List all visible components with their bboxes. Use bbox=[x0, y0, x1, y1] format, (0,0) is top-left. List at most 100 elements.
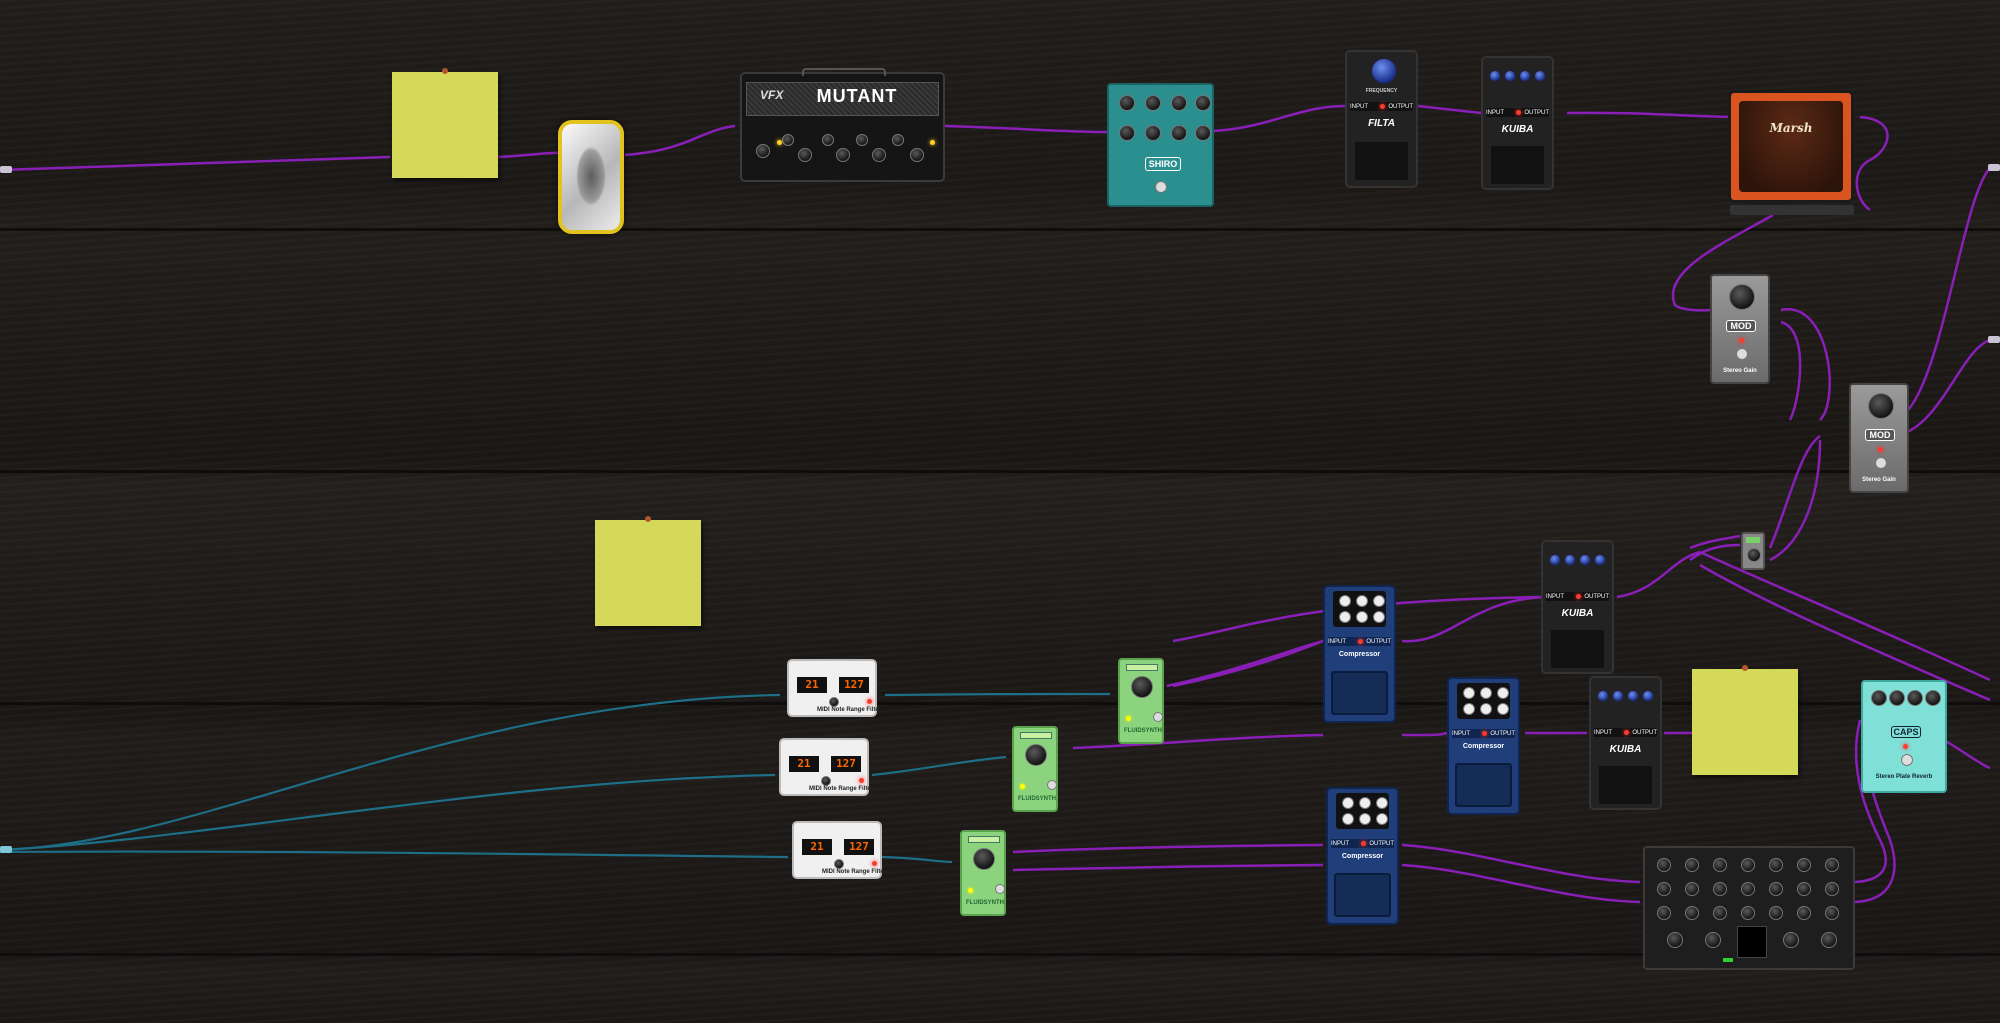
footswitch[interactable] bbox=[1047, 780, 1057, 790]
mixer-knob[interactable] bbox=[1685, 858, 1699, 872]
comp-knob[interactable] bbox=[1356, 611, 1368, 623]
switch-box[interactable] bbox=[1741, 532, 1765, 570]
mixer-knob[interactable] bbox=[1685, 906, 1699, 920]
mixer-knob[interactable] bbox=[1769, 882, 1783, 896]
gain-knob[interactable] bbox=[1729, 284, 1755, 310]
mixer-knob[interactable] bbox=[1769, 906, 1783, 920]
mixer-knob[interactable] bbox=[1741, 906, 1755, 920]
footswitch[interactable] bbox=[995, 884, 1005, 894]
comp-knob[interactable] bbox=[1342, 797, 1354, 809]
shiro-knob[interactable] bbox=[1171, 125, 1187, 141]
footswitch[interactable] bbox=[1901, 754, 1913, 766]
mixer-knob[interactable] bbox=[1821, 932, 1837, 948]
amp-knob[interactable] bbox=[798, 148, 812, 162]
comp-knob[interactable] bbox=[1359, 797, 1371, 809]
mixer-knob[interactable] bbox=[1657, 858, 1671, 872]
footswitch[interactable] bbox=[1455, 763, 1512, 807]
footswitch[interactable] bbox=[1549, 628, 1606, 670]
mixer-knob[interactable] bbox=[1797, 858, 1811, 872]
kuiba-knob[interactable] bbox=[1564, 554, 1576, 566]
synth-knob[interactable] bbox=[1131, 676, 1153, 698]
comp-knob[interactable] bbox=[1373, 611, 1385, 623]
reverb-knob[interactable] bbox=[1925, 690, 1941, 706]
kuiba-knob[interactable] bbox=[1627, 690, 1639, 702]
amp-knob[interactable] bbox=[856, 134, 868, 146]
reverb-knob[interactable] bbox=[1889, 690, 1905, 706]
filter-knob[interactable] bbox=[829, 697, 839, 707]
shiro-knob[interactable] bbox=[1195, 125, 1211, 141]
pedal-stereo-gain-2[interactable]: MOD Stereo Gain bbox=[1849, 383, 1909, 493]
frequency-knob[interactable] bbox=[1371, 58, 1397, 84]
pedal-stereo-gain-1[interactable]: MOD Stereo Gain bbox=[1710, 274, 1770, 384]
comp-knob[interactable] bbox=[1480, 703, 1492, 715]
pedal-caps-reverb[interactable]: CAPS Stereo Plate Reverb bbox=[1861, 680, 1947, 793]
amp-mutant[interactable]: VFX MUTANT bbox=[740, 68, 945, 182]
amp-knob[interactable] bbox=[892, 134, 904, 146]
mixer-knob[interactable] bbox=[1713, 858, 1727, 872]
mixer-knob[interactable] bbox=[1825, 906, 1839, 920]
amp-knob[interactable] bbox=[872, 148, 886, 162]
amp-knob[interactable] bbox=[756, 144, 770, 158]
mixer-knob[interactable] bbox=[1769, 858, 1783, 872]
mixer-knob[interactable] bbox=[1825, 858, 1839, 872]
pedal-shiro[interactable]: SHIRO bbox=[1107, 83, 1214, 207]
mixer-knob[interactable] bbox=[1825, 882, 1839, 896]
reverb-knob[interactable] bbox=[1871, 690, 1887, 706]
pedal-fluidsynth-3[interactable]: FLUIDSYNTH bbox=[960, 830, 1006, 916]
shiro-knob[interactable] bbox=[1195, 95, 1211, 111]
pedal-fluidsynth-1[interactable]: FLUIDSYNTH bbox=[1118, 658, 1164, 744]
comp-knob[interactable] bbox=[1497, 687, 1509, 699]
footswitch[interactable] bbox=[1489, 144, 1546, 186]
comp-knob[interactable] bbox=[1463, 687, 1475, 699]
cab-marsh[interactable]: Marsh bbox=[1728, 90, 1854, 203]
reverb-knob[interactable] bbox=[1907, 690, 1923, 706]
output-plug[interactable] bbox=[1988, 336, 2000, 343]
comp-knob[interactable] bbox=[1342, 813, 1354, 825]
filter-knob[interactable] bbox=[821, 776, 831, 786]
footswitch[interactable] bbox=[1353, 140, 1410, 182]
mixer-knob[interactable] bbox=[1797, 882, 1811, 896]
kuiba-knob[interactable] bbox=[1504, 70, 1516, 82]
footswitch[interactable] bbox=[1334, 873, 1391, 917]
synth-knob[interactable] bbox=[1025, 744, 1047, 766]
comp-knob[interactable] bbox=[1376, 797, 1388, 809]
sticky-note[interactable] bbox=[1692, 665, 1798, 775]
amp-knob[interactable] bbox=[836, 148, 850, 162]
input-plug[interactable] bbox=[0, 166, 12, 173]
sticky-note[interactable] bbox=[392, 68, 498, 178]
kuiba-knob[interactable] bbox=[1579, 554, 1591, 566]
kuiba-knob[interactable] bbox=[1594, 554, 1606, 566]
comp-knob[interactable] bbox=[1463, 703, 1475, 715]
footswitch[interactable] bbox=[1331, 671, 1388, 715]
kuiba-knob[interactable] bbox=[1597, 690, 1609, 702]
kuiba-knob[interactable] bbox=[1534, 70, 1546, 82]
shiro-knob[interactable] bbox=[1119, 95, 1135, 111]
kuiba-knob[interactable] bbox=[1489, 70, 1501, 82]
midi-filter-2[interactable]: 21 127 MIDI Note Range Filter bbox=[779, 738, 873, 796]
footswitch[interactable] bbox=[1155, 181, 1167, 193]
footswitch[interactable] bbox=[1153, 712, 1163, 722]
comp-knob[interactable] bbox=[1480, 687, 1492, 699]
comp-knob[interactable] bbox=[1376, 813, 1388, 825]
midi-filter-1[interactable]: 21 127 MIDI Note Range Filter bbox=[787, 659, 881, 717]
shiro-knob[interactable] bbox=[1119, 125, 1135, 141]
sticky-note[interactable] bbox=[595, 516, 701, 626]
midi-filter-3[interactable]: 21 127 MIDI Note Range Filter bbox=[792, 821, 886, 879]
shiro-knob[interactable] bbox=[1145, 125, 1161, 141]
amp-knob[interactable] bbox=[910, 148, 924, 162]
comp-knob[interactable] bbox=[1497, 703, 1509, 715]
footswitch[interactable] bbox=[1597, 764, 1654, 806]
kuiba-knob[interactable] bbox=[1519, 70, 1531, 82]
amp-knob[interactable] bbox=[782, 134, 794, 146]
output-plug[interactable] bbox=[1988, 164, 2000, 171]
kuiba-knob[interactable] bbox=[1612, 690, 1624, 702]
gain-knob[interactable] bbox=[1868, 393, 1894, 419]
mixer-knob[interactable] bbox=[1741, 858, 1755, 872]
mixer-unit[interactable] bbox=[1643, 846, 1855, 970]
